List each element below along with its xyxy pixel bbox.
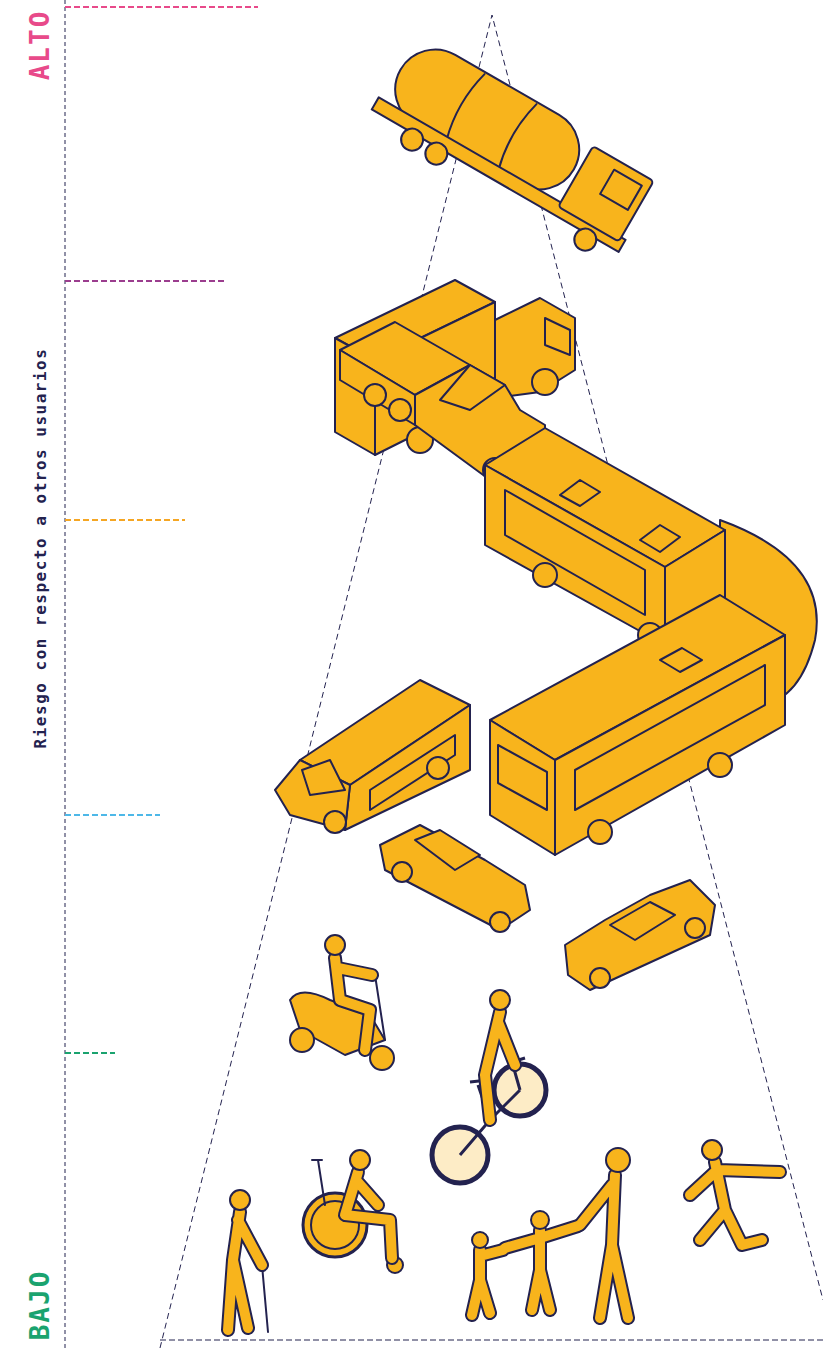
van bbox=[275, 680, 470, 833]
car bbox=[380, 825, 530, 932]
car bbox=[565, 880, 715, 990]
tanker-truck bbox=[363, 32, 663, 266]
risk-pyramid bbox=[160, 15, 823, 1348]
cane bbox=[262, 1265, 268, 1332]
axis-low-label: BAJO bbox=[25, 1270, 55, 1341]
people bbox=[228, 935, 780, 1330]
articulated-bus bbox=[485, 428, 817, 855]
axis-high-label: ALTO bbox=[25, 10, 55, 81]
axis-title: Riesgo con respecto a otros usuarios bbox=[31, 348, 50, 749]
risk-axis bbox=[65, 0, 823, 1348]
